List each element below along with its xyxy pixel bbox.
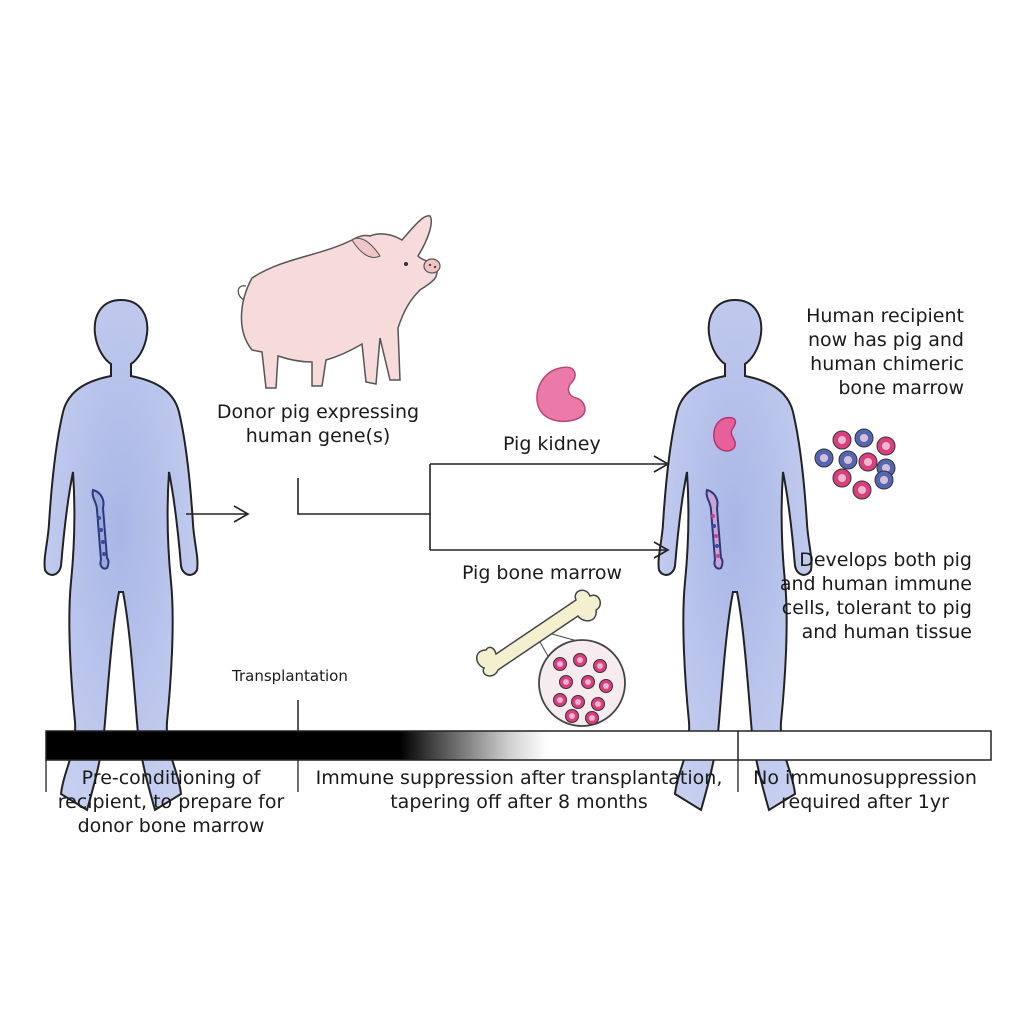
- recipient-figure-left: [43, 299, 199, 811]
- marrow-cell: [573, 653, 587, 667]
- branch-connector: [297, 455, 670, 559]
- pig-kidney-label: Pig kidney: [503, 433, 601, 455]
- timeline-bar: [45, 730, 992, 761]
- recipient-femur-right: [705, 488, 724, 570]
- pig-bone-marrow-label: Pig bone marrow: [462, 562, 623, 584]
- phase-immune-suppression-label: Immune suppression after transplantation…: [315, 767, 723, 813]
- marrow-cell: [581, 675, 595, 689]
- human-immune-cell: [874, 470, 894, 490]
- marrow-cells: [553, 653, 613, 725]
- marrow-cell: [585, 711, 599, 725]
- transplanted-kidney-icon: [712, 416, 737, 452]
- human-immune-cell: [838, 450, 858, 470]
- pig-immune-cell: [876, 436, 896, 456]
- marrow-cell: [571, 695, 585, 709]
- chimeric-cell-cluster: [814, 428, 896, 500]
- marrow-cell: [593, 659, 607, 673]
- marrow-cell: [553, 657, 567, 671]
- pig-kidney-icon: [536, 366, 586, 423]
- recipient-femur-left: [91, 488, 110, 570]
- recipient-chimeric-label: Human recipient now has pig and human ch…: [806, 305, 964, 399]
- recipient-figure-right: [657, 299, 813, 811]
- marrow-cell: [565, 709, 579, 723]
- phase-no-immunosuppression-label: No immunosuppression required after 1yr: [753, 767, 977, 813]
- timeline: [45, 700, 992, 792]
- donor-pig-illustration: [237, 215, 441, 389]
- human-immune-cell: [814, 448, 834, 468]
- develops-tolerance-label: Develops both pig and human immune cells…: [779, 549, 972, 643]
- marrow-cell: [599, 679, 613, 693]
- transplantation-label: Transplantation: [232, 667, 348, 685]
- pig-immune-cell: [832, 430, 852, 450]
- donor-pig-label: Donor pig expressing human gene(s): [216, 401, 420, 447]
- pig-immune-cell: [832, 468, 852, 488]
- human-immune-cell: [854, 428, 874, 448]
- marrow-cell: [559, 675, 573, 689]
- phase-preconditioning-label: Pre-conditioning of recipient, to prepar…: [57, 767, 285, 837]
- arrow-recipient-to-donor: [186, 505, 250, 523]
- pig-immune-cell: [858, 452, 878, 472]
- pig-immune-cell: [852, 480, 872, 500]
- marrow-cell: [553, 693, 567, 707]
- marrow-cell: [591, 697, 605, 711]
